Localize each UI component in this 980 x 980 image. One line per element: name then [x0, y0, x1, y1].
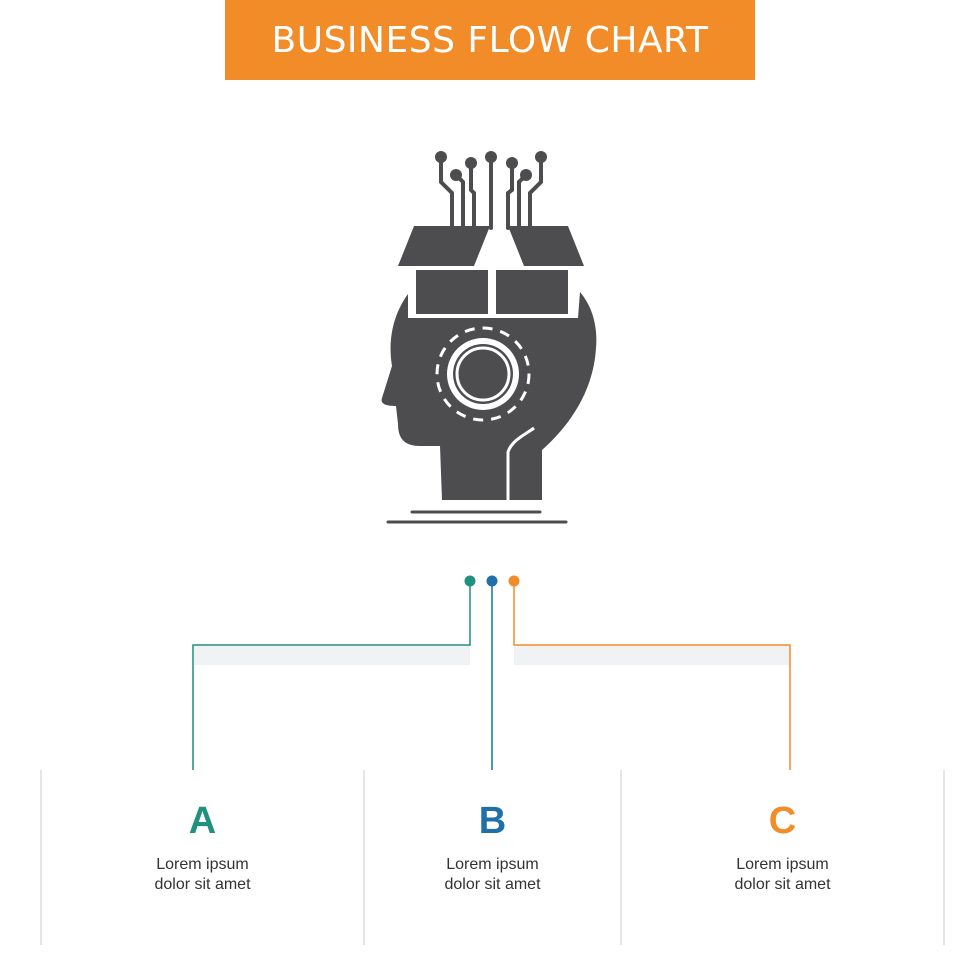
connector-dot-a: [464, 575, 476, 587]
step-card-c: C Lorem ipsum dolor sit amet: [620, 770, 945, 945]
step-line1: Lorem ipsum: [446, 856, 539, 873]
step-line2: dolor sit amet: [154, 876, 251, 893]
chart-title: BUSINESS FLOW CHART: [271, 19, 709, 61]
step-letter-c: C: [768, 800, 797, 842]
step-line2: dolor sit amet: [734, 876, 831, 893]
step-card-a: A Lorem ipsum dolor sit amet: [40, 770, 365, 945]
connector-shadow-left: [193, 645, 470, 665]
step-letter-a: A: [188, 800, 217, 842]
connector-line-c: [513, 581, 791, 780]
mind-box-circuit-icon: [370, 140, 610, 540]
step-text-b: Lorem ipsum dolor sit amet: [413, 855, 573, 895]
step-line1: Lorem ipsum: [156, 856, 249, 873]
connector-dot-c: [508, 575, 520, 587]
connector-line-a: [192, 581, 471, 780]
connector-dot-b: [486, 575, 498, 587]
step-letter-b: B: [478, 800, 507, 842]
step-text-a: Lorem ipsum dolor sit amet: [123, 855, 283, 895]
step-line1: Lorem ipsum: [736, 856, 829, 873]
title-banner: BUSINESS FLOW CHART: [225, 0, 755, 80]
step-card-b: B Lorem ipsum dolor sit amet: [365, 770, 620, 945]
connector-shadow-right: [514, 645, 790, 665]
step-line2: dolor sit amet: [444, 876, 541, 893]
step-text-c: Lorem ipsum dolor sit amet: [703, 855, 863, 895]
